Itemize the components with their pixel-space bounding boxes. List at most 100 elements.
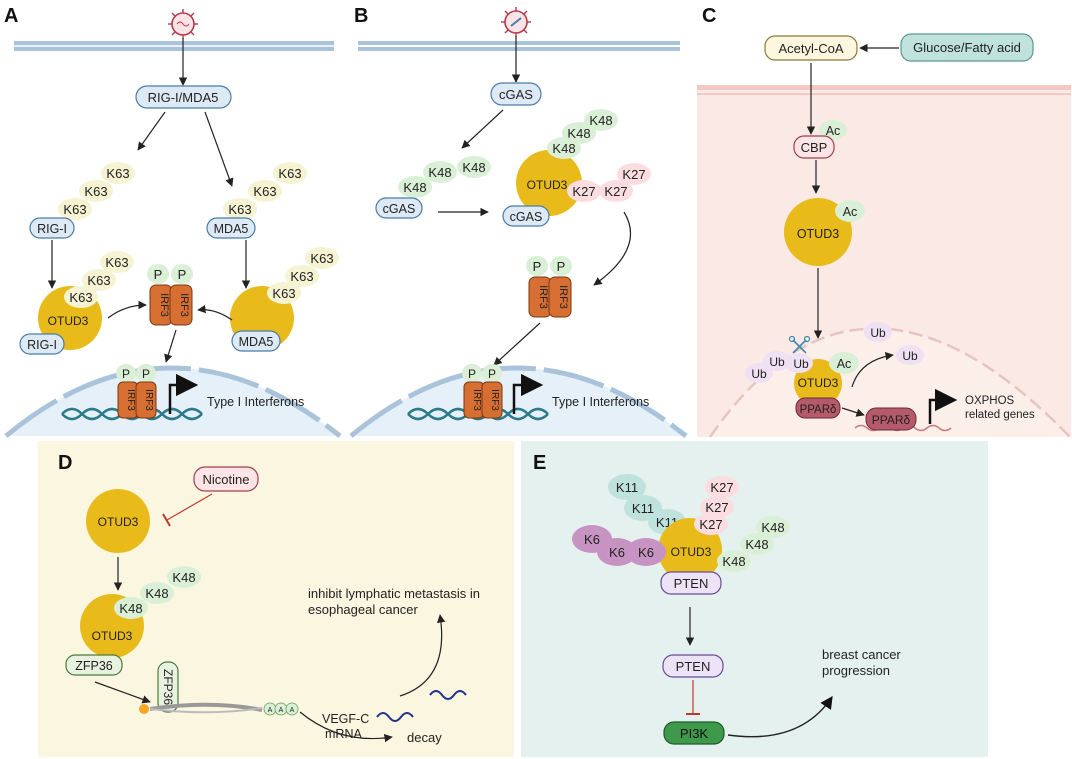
rig-mda5-box [135,85,232,109]
irf3-dimer: P P IRF3 IRF3 [526,256,572,318]
ppar-delta-box [795,397,841,419]
k48-ubiquitin [140,582,174,604]
svg-text:OTUD3: OTUD3 [92,629,133,643]
svg-text:K48: K48 [119,601,142,616]
k48-ubiquitin [717,550,751,572]
svg-text:IRF3: IRF3 [125,389,136,411]
panel-c: C Acetyl-CoA Glucose/Fatty acid Ac CBP O… [697,5,1071,438]
nuclear-envelope [349,365,688,438]
k63-ubiquitin [100,251,134,273]
svg-text:P: P [142,367,150,381]
svg-text:K63: K63 [105,255,128,270]
panel-d: D Nicotine OTUD3 OTUD3 K48 K48 K48 ZFP36… [38,441,514,757]
svg-text:PTEN: PTEN [674,576,709,591]
svg-text:cGAS: cGAS [510,210,543,224]
nuclear-envelope [4,365,342,438]
svg-text:P: P [557,259,566,274]
zfp36-box [65,654,123,676]
svg-text:CBP: CBP [801,140,828,155]
svg-text:P: P [178,267,187,282]
svg-text:K6: K6 [638,545,654,560]
panel-a: A RIG-I/MDA5 K63 K63 K63 [4,5,342,438]
zfp36-box [157,661,179,713]
svg-text:Ub: Ub [902,349,918,363]
panel-c-label: C [702,5,716,27]
svg-text:IRF3: IRF3 [178,293,190,317]
k48-ubiquitin [114,597,148,619]
mrna-fragment [376,712,414,722]
k48-ubiquitin [756,516,790,538]
mda5-box [206,217,256,239]
type-i-interferons-label-a: Type I Interferons [207,395,304,409]
type-i-interferons-label-b: Type I Interferons [552,395,649,409]
svg-text:K27: K27 [572,184,595,199]
svg-text:Nicotine: Nicotine [203,472,250,487]
svg-text:OTUD3: OTUD3 [48,314,89,328]
k63-ubiquitin [101,162,135,184]
k11-ubiquitin [608,474,646,500]
k63-ubiquitin [267,282,301,304]
mda5-box [231,330,281,352]
glucose-fatty-acid-box [900,33,1034,62]
otud3-enzyme [86,489,150,553]
acetyl-group [835,200,865,222]
rig-mda5-label: RIG-I/MDA5 [148,90,219,105]
panel-d-label: D [58,452,72,474]
svg-text:IRF3: IRF3 [489,389,500,411]
irf3-dimer-nuclear: P P IRF3 IRF3 [462,364,503,419]
svg-text:K27: K27 [710,480,733,495]
k48-ubiquitin [457,156,491,178]
svg-text:K11: K11 [632,501,654,516]
svg-text:P: P [154,267,163,282]
k27-ubiquitin [567,180,601,202]
svg-text:esophageal cancer: esophageal cancer [308,602,419,617]
k48-ubiquitin [167,566,201,588]
svg-text:P: P [488,367,496,381]
nicotine-box [193,466,259,492]
svg-text:ZFP36: ZFP36 [161,669,175,705]
svg-text:K27: K27 [699,517,722,532]
svg-text:Ub: Ub [793,357,809,371]
svg-text:K48: K48 [462,160,485,175]
svg-text:K63: K63 [290,269,313,284]
panel-b-label: B [354,5,368,27]
svg-text:K63: K63 [272,286,295,301]
k48-ubiquitin [584,109,618,131]
svg-text:P: P [468,367,476,381]
svg-text:K63: K63 [84,184,107,199]
svg-text:Acetyl-CoA: Acetyl-CoA [778,41,843,56]
svg-text:cGAS: cGAS [383,202,416,216]
svg-text:decay: decay [407,730,442,745]
svg-text:K6: K6 [584,532,600,547]
svg-text:A: A [290,707,295,714]
otud3-enzyme [784,198,852,266]
otud3-enzyme [516,150,582,216]
svg-text:RIG-I: RIG-I [37,222,67,236]
svg-text:A: A [268,707,273,714]
svg-text:Ub: Ub [870,326,886,340]
ubiquitin [785,353,813,373]
rig-i-box [19,333,65,355]
svg-text:K63: K63 [106,166,129,181]
svg-text:OTUD3: OTUD3 [798,376,839,390]
svg-text:OTUD3: OTUD3 [797,227,839,241]
svg-text:K27: K27 [622,167,645,182]
svg-text:Ub: Ub [751,367,767,381]
mrna-fragment [429,690,467,700]
svg-text:K48: K48 [722,554,745,569]
svg-text:K63: K63 [253,184,276,199]
k48-ubiquitin [547,137,581,159]
svg-text:K63: K63 [310,251,333,266]
svg-text:RIG-I: RIG-I [27,338,57,352]
k63-ubiquitin [273,162,307,184]
svg-text:mRNA: mRNA [325,727,362,741]
svg-text:OTUD3: OTUD3 [527,178,568,192]
k63-ubiquitin [248,180,282,202]
k48-ubiquitin [423,161,457,183]
k27-ubiquitin [617,163,651,185]
k63-ubiquitin [58,198,92,220]
ubiquitin [896,345,924,365]
svg-text:Ac: Ac [843,205,858,219]
k27-ubiquitin [694,513,728,535]
